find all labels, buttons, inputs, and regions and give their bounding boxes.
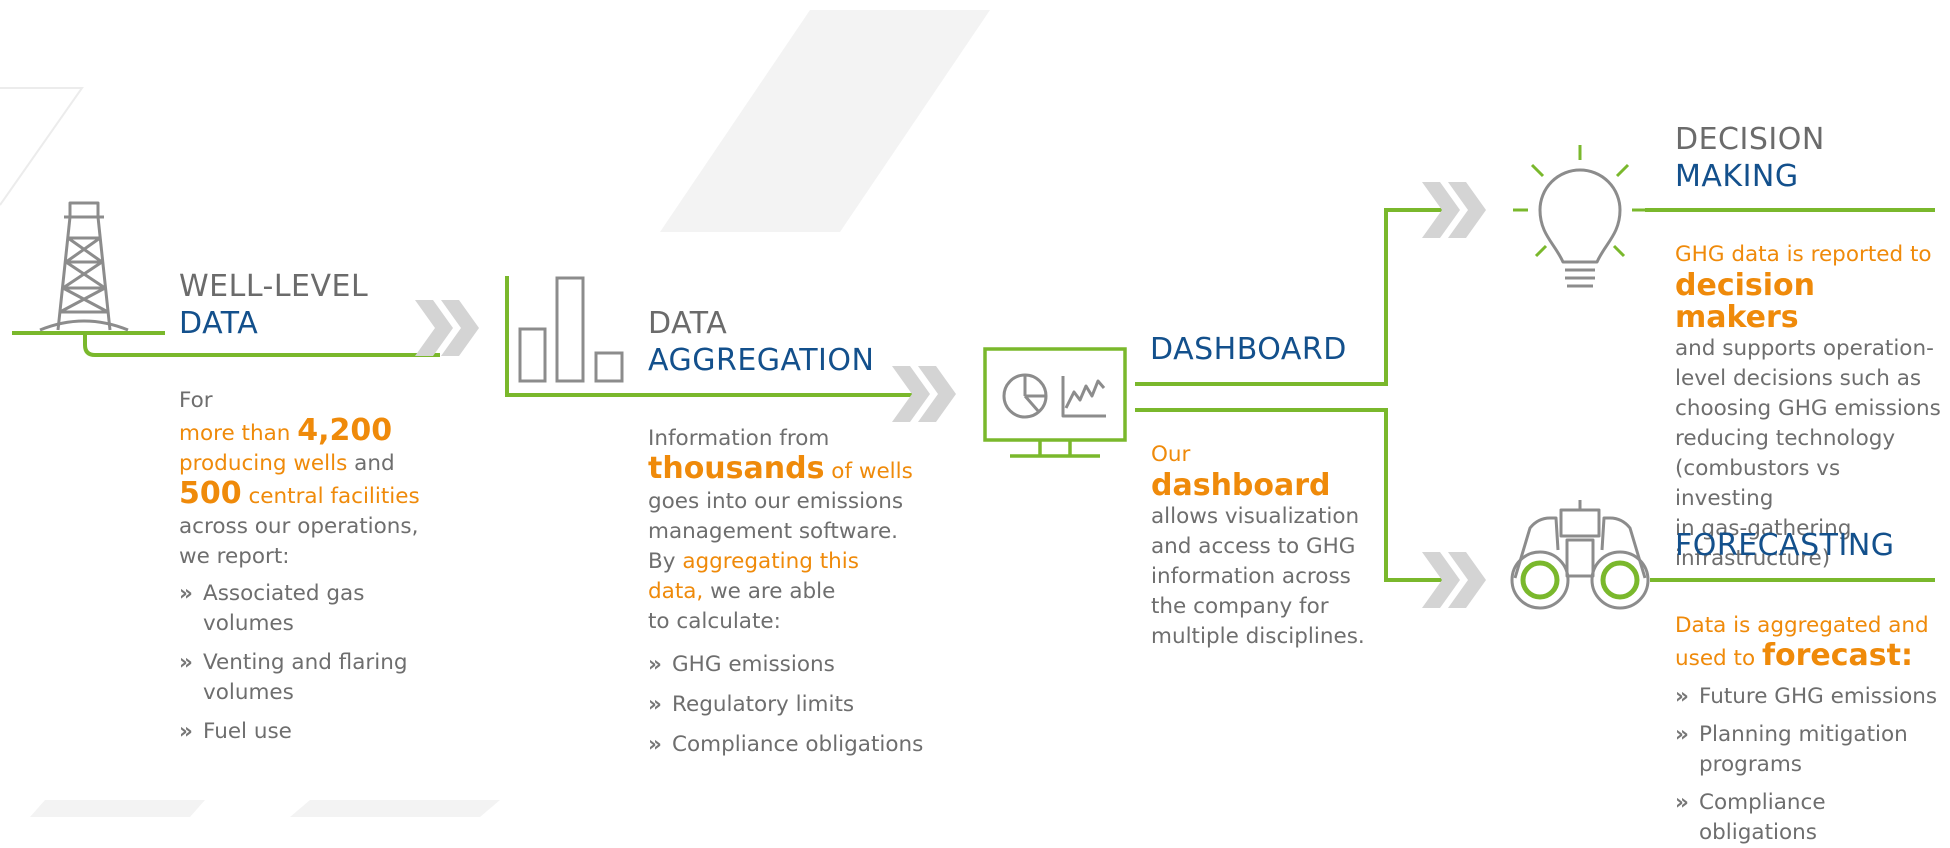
- well-level-title-blue: DATA: [179, 306, 259, 341]
- bg-shape-top: [660, 10, 990, 232]
- dashboard-body: Our dashboard allows visualization and a…: [1151, 440, 1391, 652]
- forecasting-body: Data is aggregated and used to forecast:: [1675, 611, 1945, 674]
- binoculars-icon: [1510, 500, 1650, 610]
- decision-makers-text: decision makers: [1675, 268, 1815, 335]
- bullet-marker-icon: »: [1675, 722, 1689, 747]
- bg-shape-bottom-1: [30, 800, 205, 817]
- decision-title-blue: MAKING: [1675, 159, 1799, 194]
- oil-derrick-icon: [39, 201, 129, 332]
- aggregation-title-blue: AGGREGATION: [648, 343, 875, 378]
- decision-title: DECISION MAKING: [1675, 121, 1825, 195]
- aggregation-bullets: »GHG emissions »Regulatory limits »Compl…: [648, 650, 928, 760]
- decision-line: choosing GHG emissions: [1675, 396, 1941, 421]
- chevron-icon: [415, 300, 479, 356]
- for-text: For: [179, 388, 213, 413]
- chevron-icon: [1422, 552, 1486, 608]
- list-item: »Future GHG emissions: [1675, 682, 1950, 712]
- of-wells-text: of wells: [824, 459, 913, 484]
- more-than-line: more than 4,200: [179, 416, 439, 449]
- dashboard-line: and access to GHG: [1151, 534, 1356, 559]
- central-facilities-text: central facilities: [241, 484, 420, 509]
- aggregation-line-4: management software.: [648, 519, 899, 544]
- list-item: »Fuel use: [179, 717, 419, 747]
- our-text: Our: [1151, 442, 1191, 467]
- dashboard-line: the company for: [1151, 594, 1329, 619]
- facilities-count: 500: [179, 476, 242, 511]
- list-item: »Associated gas volumes: [179, 581, 365, 636]
- forecast-line-2: used to forecast:: [1675, 638, 1913, 673]
- forecast-line-1: Data is aggregated and: [1675, 613, 1929, 638]
- bullet-marker-icon: »: [179, 650, 193, 675]
- line-chart-icon: [1061, 376, 1106, 418]
- data-able-line: data, we are able: [648, 579, 836, 604]
- and-text: and: [347, 451, 395, 476]
- dashboard-line: multiple disciplines.: [1151, 624, 1365, 649]
- bullet-marker-icon: »: [1675, 684, 1689, 709]
- diagram-graphics: [0, 10, 1935, 817]
- forecasting-title: FORECASTING: [1675, 527, 1895, 564]
- decision-line: infrastructure): [1675, 546, 1831, 571]
- dashboard-line: information across: [1151, 564, 1351, 589]
- list-item: »Compliance obligations: [648, 730, 928, 760]
- forecasting-title-text: FORECASTING: [1675, 528, 1895, 563]
- list-item: »Venting and flaring volumes: [179, 650, 408, 705]
- forecasting-bullets: »Future GHG emissions »Planning mitigati…: [1675, 682, 1950, 848]
- forecast-bold-text: forecast: [1761, 638, 1901, 673]
- list-item: »Planning mitigation programs: [1675, 722, 1908, 777]
- aggregation-line-3: goes into our emissions: [648, 489, 904, 514]
- aggregation-title-gray: DATA: [648, 306, 728, 341]
- list-item: »Regulatory limits: [648, 690, 928, 720]
- dashboard-title-text: DASHBOARD: [1150, 332, 1347, 367]
- thousands-text: thousands: [648, 451, 825, 486]
- bullet-marker-icon: »: [1675, 790, 1689, 815]
- pie-chart-icon: [1002, 373, 1048, 419]
- decision-line: (combustors vs investing: [1675, 456, 1841, 511]
- dashboard-line: allows visualization: [1151, 504, 1360, 529]
- calculate-text: to calculate:: [648, 609, 781, 634]
- bullet-marker-icon: »: [179, 719, 193, 744]
- chevron-icon: [1422, 182, 1486, 238]
- aggregation-line-1: Information from: [648, 426, 830, 451]
- light-bulb-icon: [1513, 145, 1647, 288]
- list-item: »GHG emissions: [648, 650, 928, 680]
- producing-line: producing wells and: [179, 449, 439, 479]
- chevron-icon: [892, 366, 956, 422]
- data-text: data,: [648, 579, 704, 604]
- aggregating-text: aggregating this: [682, 549, 859, 574]
- dashboard-title: DASHBOARD: [1150, 331, 1347, 368]
- decision-line: and supports operation-: [1675, 336, 1934, 361]
- decision-line: level decisions such as: [1675, 366, 1922, 391]
- bg-shape-bottom-2: [290, 800, 500, 817]
- more-than-text: more than: [179, 421, 298, 446]
- across-text: across our operations,: [179, 514, 419, 539]
- bullet-marker-icon: »: [648, 652, 662, 677]
- well-level-title: WELL-LEVEL DATA: [179, 268, 368, 342]
- decision-body: GHG data is reported to decision makers …: [1675, 240, 1945, 574]
- bullet-marker-icon: »: [648, 732, 662, 757]
- chevrons: [415, 182, 1486, 608]
- decision-line: in gas-gathering: [1675, 516, 1852, 541]
- ghg-reported-text: GHG data is reported to: [1675, 242, 1932, 267]
- decision-line: reducing technology: [1675, 426, 1896, 451]
- connector-lines: [12, 208, 1935, 582]
- bar-chart-icon: [518, 276, 624, 383]
- thousands-line: thousands of wells: [648, 454, 928, 487]
- dashboard-bold-text: dashboard: [1151, 468, 1331, 503]
- producing-wells-text: producing wells: [179, 451, 348, 476]
- aggregating-line: By aggregating this: [648, 549, 859, 574]
- decision-title-gray: DECISION: [1675, 122, 1825, 157]
- monitor-icon: [983, 347, 1127, 458]
- wells-count: 4,200: [297, 413, 393, 448]
- well-level-body: For more than 4,200 producing wells and …: [179, 386, 439, 572]
- aggregation-body: Information from thousands of wells goes…: [648, 424, 928, 637]
- bullet-marker-icon: »: [179, 581, 193, 606]
- bg-line-left: [0, 87, 84, 206]
- facilities-line: 500 central facilities: [179, 479, 439, 512]
- aggregation-title: DATA AGGREGATION: [648, 305, 874, 379]
- report-text: we report:: [179, 544, 290, 569]
- well-level-title-gray: WELL-LEVEL: [179, 269, 369, 304]
- bullet-marker-icon: »: [648, 692, 662, 717]
- well-level-bullets: »Associated gas volumes »Venting and fla…: [179, 579, 419, 747]
- list-item: »Compliance obligations: [1675, 790, 1826, 845]
